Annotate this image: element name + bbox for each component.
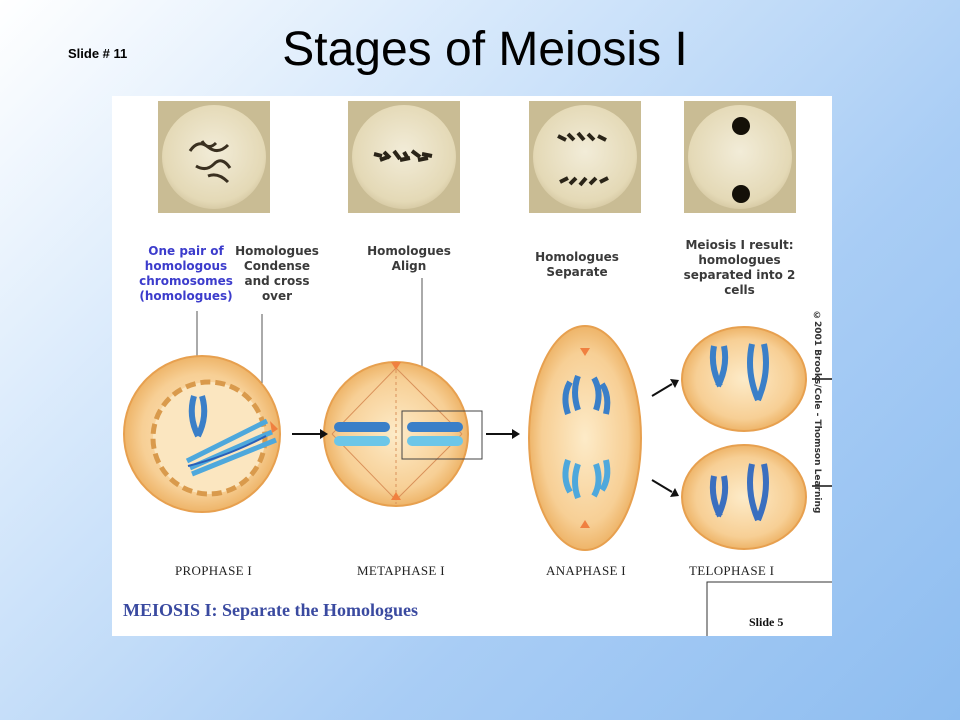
label-align: Homologues Align <box>367 244 451 273</box>
stage-telophase: TELOPHASE I <box>689 563 775 578</box>
figure-caption: MEIOSIS I: Separate the Homologues <box>123 600 419 620</box>
meiosis-diagram <box>123 101 832 636</box>
meiosis-figure: One pair of homologous chromosomes (homo… <box>112 96 832 636</box>
cell-telophase <box>681 326 807 550</box>
stage-anaphase: ANAPHASE I <box>546 563 626 578</box>
cell-prophase <box>123 355 281 513</box>
slide-number: Slide # 11 <box>68 46 128 61</box>
label-result: Meiosis I result: homologues separated i… <box>683 238 796 297</box>
micrograph-metaphase <box>348 101 460 213</box>
arrow-metaphase-anaphase <box>486 429 520 439</box>
micrograph-telophase <box>684 101 796 213</box>
arrow-prophase-metaphase <box>292 429 328 439</box>
stage-metaphase: METAPHASE I <box>357 563 445 578</box>
label-pair-of-homologous: One pair of homologous chromosomes (homo… <box>139 244 233 303</box>
label-condense-cross-over: Homologues Condense and cross over <box>235 244 319 303</box>
copyright-notice: ©2001 Brooks/Cole - Thomson Learning <box>812 311 822 514</box>
cell-anaphase <box>528 325 642 551</box>
stage-prophase: PROPHASE I <box>175 563 253 578</box>
cell-metaphase <box>323 361 483 507</box>
arrow-anaphase-telophase-top <box>651 379 679 397</box>
slide-ref-box <box>706 581 832 636</box>
label-separate: Homologues Separate <box>535 250 619 279</box>
slide-reference: Slide 5 <box>749 615 784 629</box>
micrograph-prophase <box>158 101 270 213</box>
micrograph-anaphase <box>529 101 641 213</box>
slide-title: Stages of Meiosis I <box>282 23 688 76</box>
arrow-anaphase-telophase-bottom <box>651 479 679 497</box>
